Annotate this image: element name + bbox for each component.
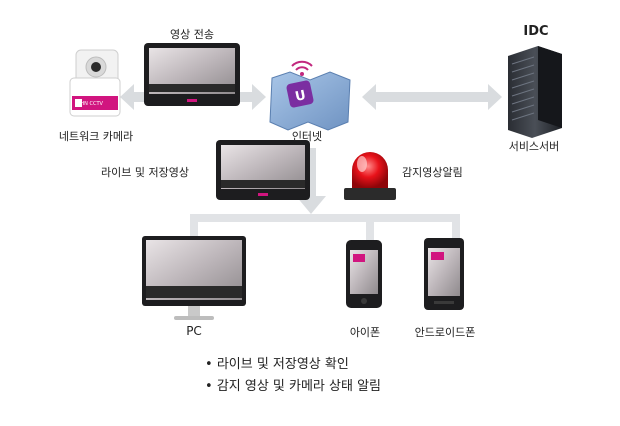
smartphone-icon-iphone: [346, 240, 382, 308]
iphone-label: 아이폰: [349, 326, 381, 339]
camera-brand-label: AHN CCTV: [77, 101, 103, 107]
server-rack-icon: [508, 46, 562, 138]
arrow-internet-down: [296, 148, 326, 214]
alarm-siren-icon: [344, 152, 396, 200]
feature-item: 감지 영상 및 카메라 상태 알림: [205, 376, 381, 398]
video-transfer-label: 영상 전송: [170, 28, 214, 41]
idc-label: IDC: [523, 24, 549, 39]
smartphone-icon-android: [424, 238, 464, 310]
video-monitor-icon: [144, 43, 240, 106]
motion-alarm-label: 감지영상알림: [402, 166, 463, 179]
video-monitor-icon-live: [216, 140, 310, 200]
desktop-monitor-icon: [142, 236, 246, 320]
feature-list: 라이브 및 저장영상 확인 감지 영상 및 카메라 상태 알림: [205, 354, 381, 398]
service-server-label: 서비스서버: [508, 140, 560, 153]
arrow-internet-server: [362, 84, 502, 110]
feature-item: 라이브 및 저장영상 확인: [205, 354, 381, 376]
network-camera-label: 네트워크 카메라: [58, 130, 134, 143]
internet-label: 인터넷: [291, 130, 323, 143]
network-camera-icon: [69, 49, 121, 117]
internet-map-icon: U: [269, 60, 351, 131]
pc-label: PC: [186, 324, 202, 338]
distribution-lines: [190, 214, 460, 244]
live-recorded-label: 라이브 및 저장영상: [101, 166, 189, 179]
svg-text:U: U: [294, 88, 307, 105]
android-label: 안드로이드폰: [414, 326, 476, 339]
